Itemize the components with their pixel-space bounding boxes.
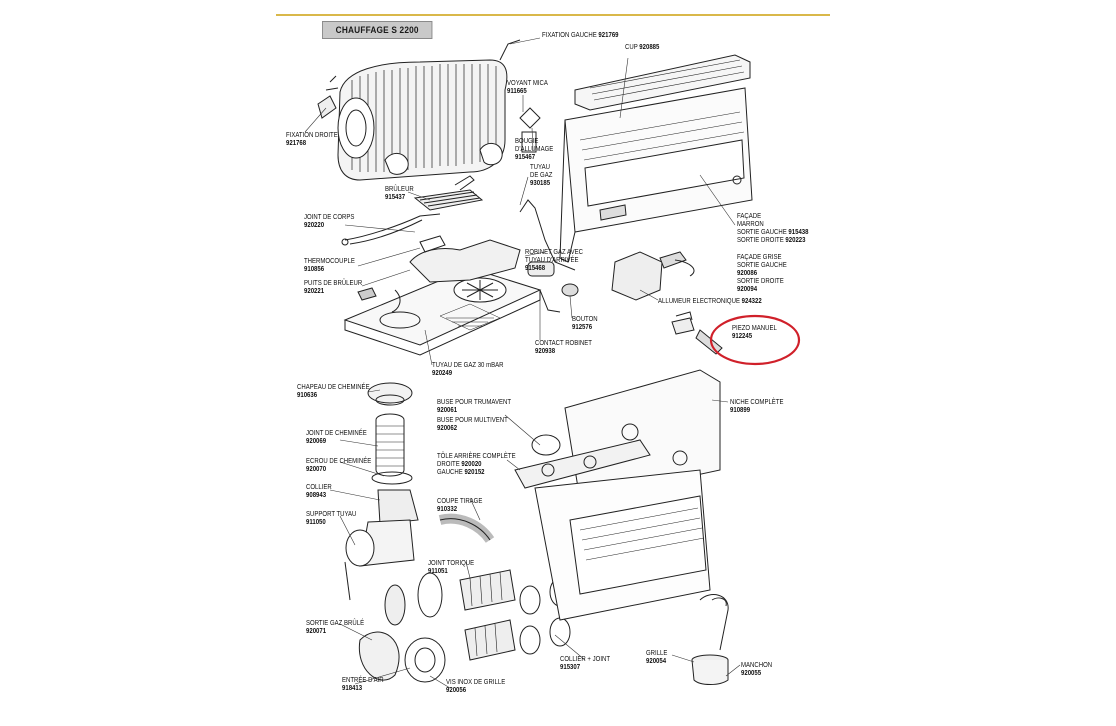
- chimney-assembly: [344, 382, 419, 601]
- grille-manchon: [691, 594, 729, 685]
- label-tole: TÔLE ARRIÈRE COMPLÈTE DROITE 920020 GAUC…: [437, 453, 516, 476]
- piezo-part: [671, 311, 723, 355]
- niche-box: [514, 369, 721, 621]
- burner-tray: [343, 235, 542, 356]
- front-cabinet: [559, 54, 753, 263]
- burner: [413, 175, 484, 211]
- flex-ducts: [358, 513, 571, 683]
- highlight-circle: [709, 314, 801, 366]
- label-fixation-gauche: FIXATION GAUCHE 921769: [542, 32, 619, 39]
- diagram-title: CHAUFFAGE S 2200: [322, 21, 433, 39]
- gas-pipes: [341, 107, 579, 313]
- label-cup: CUP 920885: [625, 44, 660, 51]
- label-allumeur: ALLUMEUR ELECTRONIQUE 924322: [658, 298, 762, 305]
- header-rule: [276, 14, 830, 16]
- heat-exchanger: [317, 39, 521, 181]
- electronic-igniter: [611, 251, 695, 301]
